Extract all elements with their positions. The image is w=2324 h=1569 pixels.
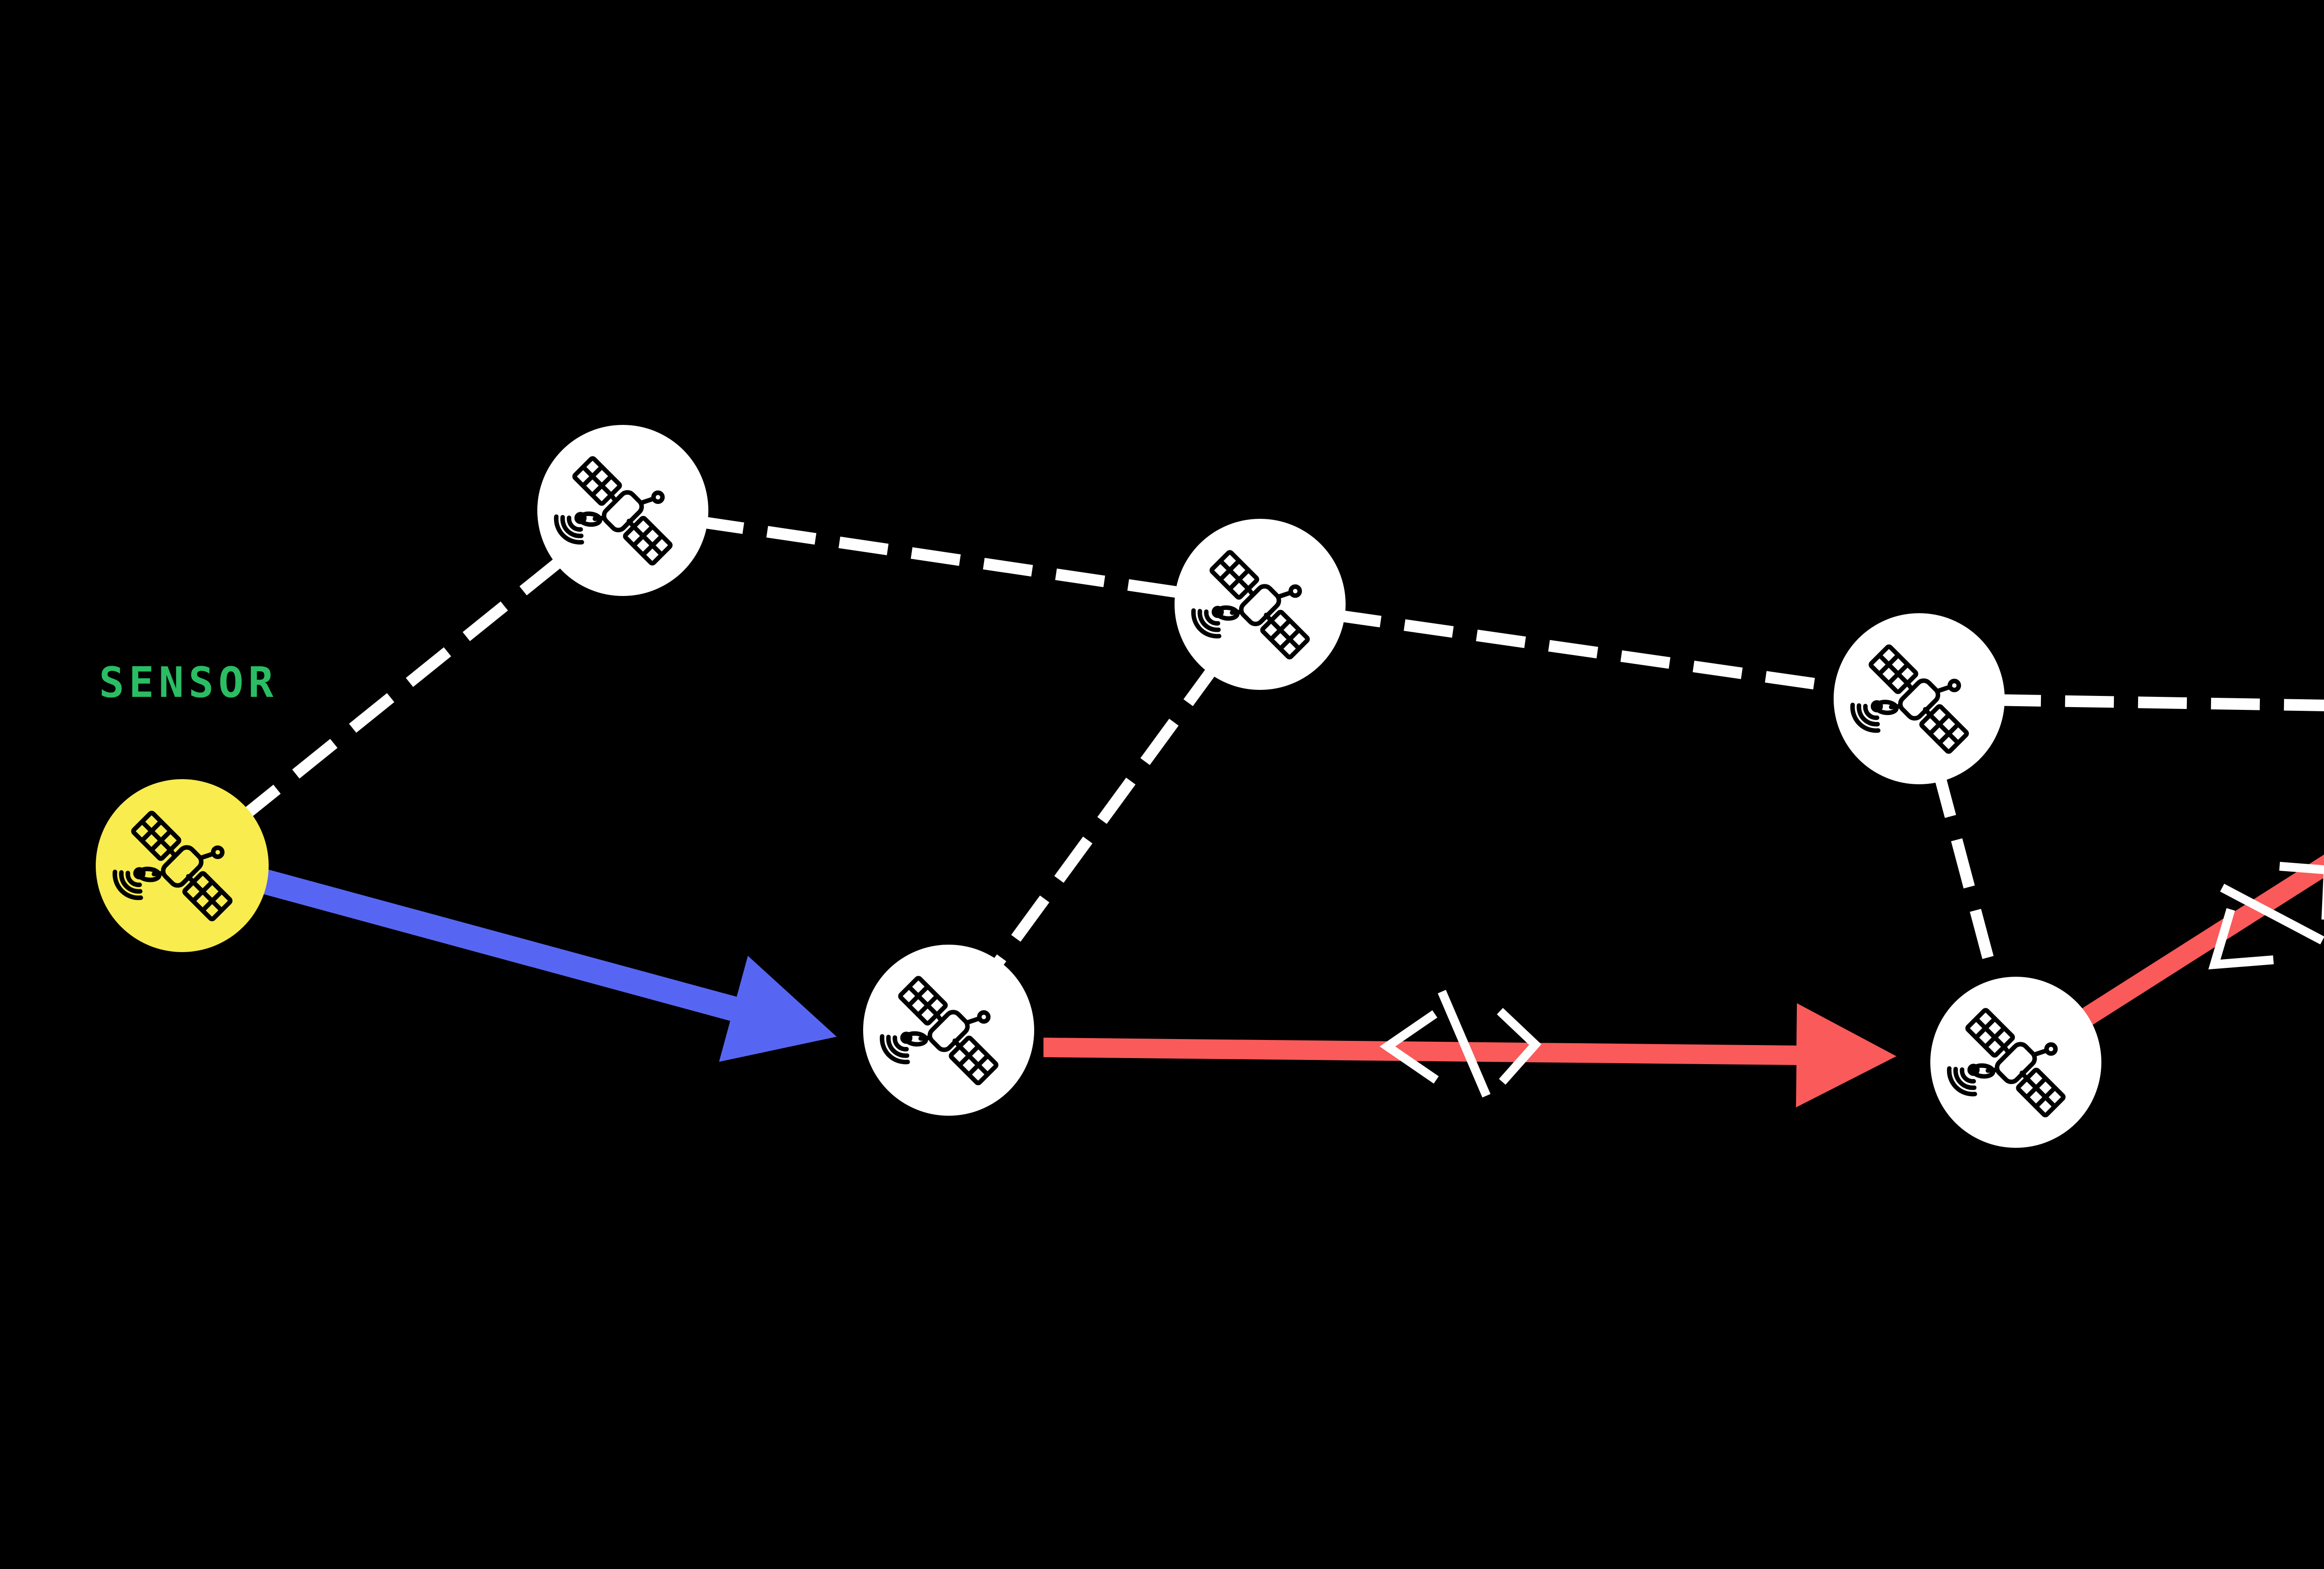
- sensor-label: SENSOR: [99, 658, 278, 707]
- link-sensor-relay-1: [178, 506, 627, 870]
- node-circle-relay-5: [1930, 977, 2101, 1148]
- link-relay-1-relay-2: [622, 504, 1261, 610]
- code-icon-2: [2208, 861, 2324, 970]
- node-circle-sensor: [96, 779, 269, 952]
- arrow-relay-5-to-processor: [2081, 854, 2324, 1026]
- node-circle-relay-2: [1175, 519, 1346, 690]
- node-relay-1: [537, 425, 708, 596]
- node-circle-relay-4: [863, 945, 1034, 1116]
- node-relay-5: [1930, 977, 2101, 1148]
- node-circle-relay-1: [537, 425, 708, 596]
- link-relay-3-processor: [1919, 693, 2324, 711]
- node-relay-4: [863, 945, 1034, 1116]
- node-sensor: [96, 779, 269, 952]
- link-relay-2-relay-3: [1259, 598, 1920, 705]
- link-relay-2-relay-4: [944, 601, 1265, 1034]
- node-relay-2: [1175, 519, 1346, 690]
- code-icon-1: [1380, 990, 1542, 1098]
- node-relay-3: [1834, 613, 2005, 784]
- node-circle-relay-3: [1834, 613, 2005, 784]
- arrow-sensor-to-relay-4: [259, 869, 837, 1062]
